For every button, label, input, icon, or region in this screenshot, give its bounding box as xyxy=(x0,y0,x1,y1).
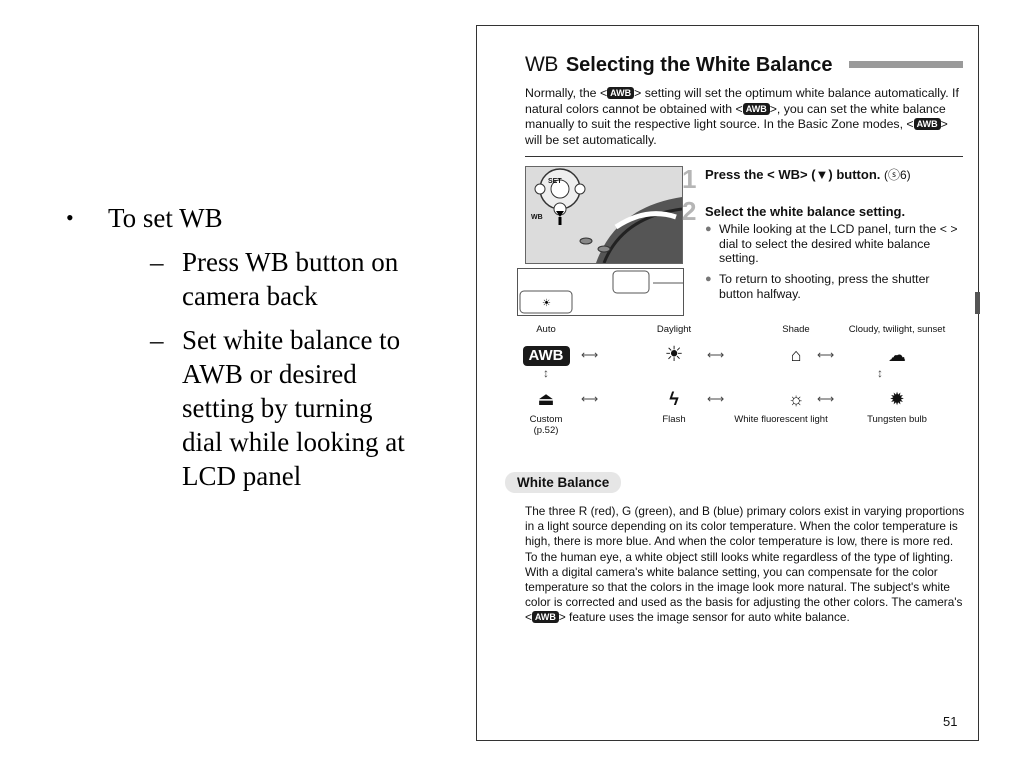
wb-label: WB xyxy=(531,214,543,221)
awb-mode-icon: AWB xyxy=(491,344,601,366)
double-arrow-icon: ⟷ xyxy=(817,392,835,406)
bullet-icon: ● xyxy=(705,273,712,285)
svg-text:☀: ☀ xyxy=(542,298,551,309)
step-2-bullet: ●To return to shooting, press the shutte… xyxy=(705,272,930,301)
step-2-bullet: ●While looking at the LCD panel, turn th… xyxy=(705,222,958,265)
double-arrow-icon: ⟷ xyxy=(707,348,725,362)
awb-icon: AWB xyxy=(913,118,941,130)
bullet-dot: • xyxy=(66,205,74,230)
step-2-text: Select the white balance setting. xyxy=(705,204,906,219)
step-1-number: 1 xyxy=(682,164,697,194)
awb-icon: AWB xyxy=(742,102,770,115)
title-bar-decoration xyxy=(849,61,963,68)
bullet-icon: ● xyxy=(705,223,712,235)
page-title-row: WB Selecting the White Balance xyxy=(525,53,833,77)
wb-mode-label: Custom (p.52) xyxy=(529,414,563,436)
step-2-number: 2 xyxy=(682,196,697,226)
lcd-panel-illustration: ☀ xyxy=(517,268,684,316)
sub-bullet-text: Press WB button on camera back xyxy=(182,247,399,311)
intro-paragraph: Normally, the <AWB> setting will set the… xyxy=(525,86,959,147)
slide-bullets: • To set WB – Press WB button on camera … xyxy=(66,201,406,503)
wb-glyph: WB xyxy=(525,53,558,76)
wb-mode-label: Shade xyxy=(782,324,810,335)
page-number: 51 xyxy=(943,714,958,729)
divider xyxy=(525,156,963,157)
tungsten-icon: ✹ xyxy=(889,389,905,409)
daylight-icon: ☀ xyxy=(664,343,684,366)
double-arrow-icon: ⟷ xyxy=(581,348,599,362)
camera-illustration xyxy=(525,166,683,264)
set-label: SET xyxy=(548,178,562,185)
manual-page: WB Selecting the White Balance Normally,… xyxy=(476,25,980,741)
sub-bullet-text: Set white balance to AWB or desired sett… xyxy=(182,325,405,491)
white-balance-text: The three R (red), G (green), and B (blu… xyxy=(525,504,965,625)
sub-bullet: – Set white balance to AWB or desired se… xyxy=(150,325,405,491)
sub-bullets: – Press WB button on camera back – Set w… xyxy=(150,245,406,493)
awb-icon: AWB xyxy=(607,87,635,99)
bullet-main: • To set WB xyxy=(66,201,406,235)
wb-mode-label: White fluorescent light xyxy=(734,414,828,425)
vertical-arrow-icon: ↕ xyxy=(877,366,883,380)
shade-icon: ⌂ xyxy=(790,345,802,365)
flash-icon: ϟ xyxy=(669,389,679,409)
awb-icon: AWB xyxy=(531,611,559,624)
page-side-tab xyxy=(975,292,980,314)
vertical-arrow-icon: ↕ xyxy=(543,366,549,380)
page-ref: (ⓢ6) xyxy=(884,168,911,182)
double-arrow-icon: ⟷ xyxy=(817,348,835,362)
wb-mode-label: Daylight xyxy=(656,324,692,335)
double-arrow-icon: ⟷ xyxy=(581,392,599,406)
wb-mode-label: Cloudy, twilight, sunset xyxy=(848,324,946,335)
step-1-text: Press the < WB> (▼) button. (ⓢ6) xyxy=(705,167,911,182)
wb-mode-label: Auto xyxy=(536,324,556,335)
double-arrow-icon: ⟷ xyxy=(707,392,725,406)
wb-mode-label: Flash xyxy=(662,414,686,425)
fluorescent-icon: ☼ xyxy=(787,389,805,409)
page-title: Selecting the White Balance xyxy=(565,53,833,76)
cloudy-icon: ☁ xyxy=(888,345,906,365)
wb-mode-label: Tungsten bulb xyxy=(867,414,927,425)
white-balance-heading: White Balance xyxy=(505,472,622,493)
bullet-main-text: To set WB xyxy=(108,203,223,233)
custom-icon: ⏏ xyxy=(537,389,555,409)
sub-bullet: – Press WB button on camera back xyxy=(150,245,406,313)
